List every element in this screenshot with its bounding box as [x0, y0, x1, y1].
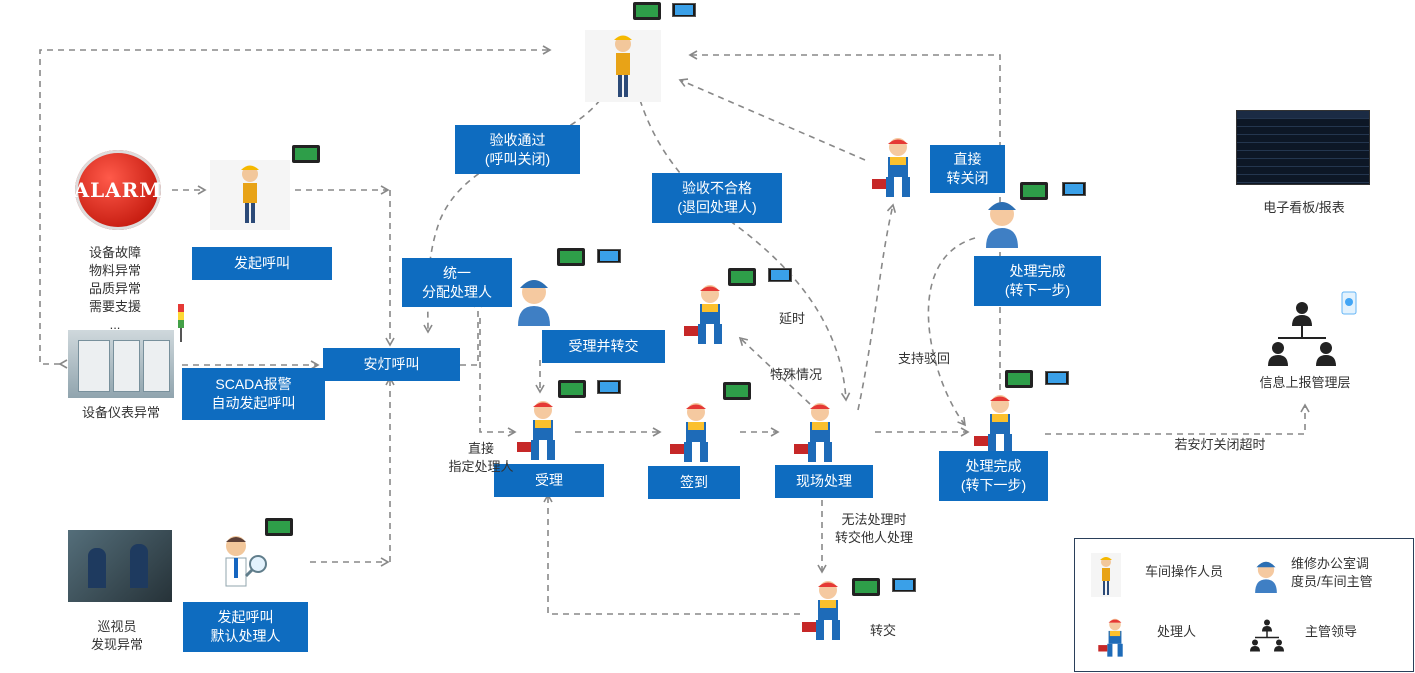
alarm-button-icon: ALARM — [74, 150, 161, 230]
done-next-bottom-box: 处理完成 (转下一步) — [939, 451, 1048, 501]
tablet-icon — [1020, 182, 1048, 200]
arrow-fail — [639, 99, 851, 402]
direct-close-box: 直接 转关闭 — [930, 145, 1005, 193]
unified-assign-box: 统一 分配处理人 — [402, 258, 512, 307]
arrow-close-top — [678, 78, 866, 161]
tablet-icon — [265, 518, 293, 536]
magnifier-man-icon — [225, 536, 267, 587]
onsite-box: 现场处理 — [775, 465, 873, 498]
accept-box: 受理 — [494, 464, 604, 497]
legend-dispatcher-label: 维修办公室调 度员/车间主管 — [1291, 556, 1373, 589]
arrow-transfer-back — [543, 493, 800, 615]
arrow-left-top — [39, 45, 552, 369]
computer-icon — [1062, 182, 1086, 200]
arrow-andon-assign — [460, 298, 483, 366]
special-label: 特殊情况 — [769, 367, 822, 382]
computer-icon — [672, 3, 696, 21]
legend-leader-label: 主管领导 — [1305, 624, 1358, 639]
repairman-toolbox-icon — [802, 581, 840, 640]
computer-icon — [597, 380, 621, 398]
org-hierarchy-icon — [1250, 619, 1284, 652]
dispatcher-blue-cap-icon — [986, 202, 1018, 248]
computer-icon — [892, 578, 916, 596]
tablet-icon — [723, 382, 751, 400]
tablet-icon — [292, 145, 320, 163]
arrow-timeout — [1045, 403, 1310, 435]
phone-icon — [1341, 291, 1357, 315]
direct-assign-label: 直接 指定处理人 — [448, 441, 514, 474]
arrow-delay — [738, 336, 811, 405]
repairman-toolbox-icon — [974, 395, 1012, 454]
delay-label: 延时 — [778, 311, 805, 326]
done-next-top-box: 处理完成 (转下一步) — [974, 256, 1101, 306]
accept-pass-box: 验收通过 (呼叫关闭) — [455, 125, 580, 174]
issues-label: 设备故障 物料异常 品质异常 需要支援 ... — [88, 245, 141, 332]
support-reject-label: 支持驳回 — [897, 351, 950, 366]
dispatcher-blue-cap-icon — [1255, 561, 1277, 593]
report-mgmt-label: 信息上报管理层 — [1259, 375, 1351, 390]
repairman-toolbox-icon — [517, 401, 555, 460]
worker-yellow-hat-icon — [585, 30, 661, 102]
accept-fail-box: 验收不合格 (退回处理人) — [652, 173, 782, 223]
tablet-icon — [728, 268, 756, 286]
sign-in-box: 签到 — [648, 466, 740, 499]
stack-light-icon — [176, 304, 186, 342]
instrument-anomaly-label: 设备仪表异常 — [81, 405, 160, 420]
worker-yellow-hat-icon — [1091, 553, 1121, 597]
computer-icon — [768, 268, 792, 286]
org-hierarchy-icon — [1268, 302, 1336, 366]
repairman-toolbox-icon — [670, 403, 708, 462]
scada-box: SCADA报警 自动发起呼叫 — [182, 368, 325, 420]
initiate-call-box: 发起呼叫 — [192, 247, 332, 280]
transfer-label: 转交 — [869, 623, 896, 638]
e-board-icon — [1236, 110, 1370, 185]
legend-handler-label: 处理人 — [1157, 624, 1197, 639]
inspector-label: 巡视员 发现异常 — [90, 619, 143, 652]
e-board-label: 电子看板/报表 — [1263, 200, 1345, 215]
repairman-toolbox-icon — [1098, 618, 1123, 657]
computer-icon — [597, 249, 621, 267]
repairman-toolbox-icon — [872, 138, 910, 197]
tablet-icon — [557, 248, 585, 266]
tablet-icon — [558, 380, 586, 398]
inspection-photo — [68, 530, 172, 602]
tablet-icon — [633, 2, 661, 20]
repairman-toolbox-icon — [794, 403, 832, 462]
accept-transfer-box: 受理并转交 — [542, 330, 665, 363]
andon-call-box: 安灯呼叫 — [323, 348, 460, 381]
cannot-handle-label: 无法处理时 转交他人处理 — [834, 512, 913, 545]
repairman-toolbox-icon — [684, 285, 722, 344]
worker-yellow-hat-icon — [210, 160, 290, 230]
arrow-assign-accept — [479, 318, 517, 437]
arrow-support-reject — [927, 237, 976, 427]
tablet-icon — [852, 578, 880, 596]
equipment-photo — [68, 330, 174, 398]
timeout-label: 若安灯关闭超时 — [1174, 437, 1266, 452]
arrow-direct-close — [857, 203, 897, 411]
dispatcher-blue-cap-icon — [518, 280, 550, 326]
tablet-icon — [1005, 370, 1033, 388]
legend-operator-label: 车间操作人员 — [1145, 564, 1224, 579]
legend: 车间操作人员 维修办公室调 度员/车间主管 处理人 主管领导 — [1074, 538, 1414, 672]
initiate-default-box: 发起呼叫 默认处理人 — [183, 602, 308, 652]
computer-icon — [1045, 371, 1069, 389]
